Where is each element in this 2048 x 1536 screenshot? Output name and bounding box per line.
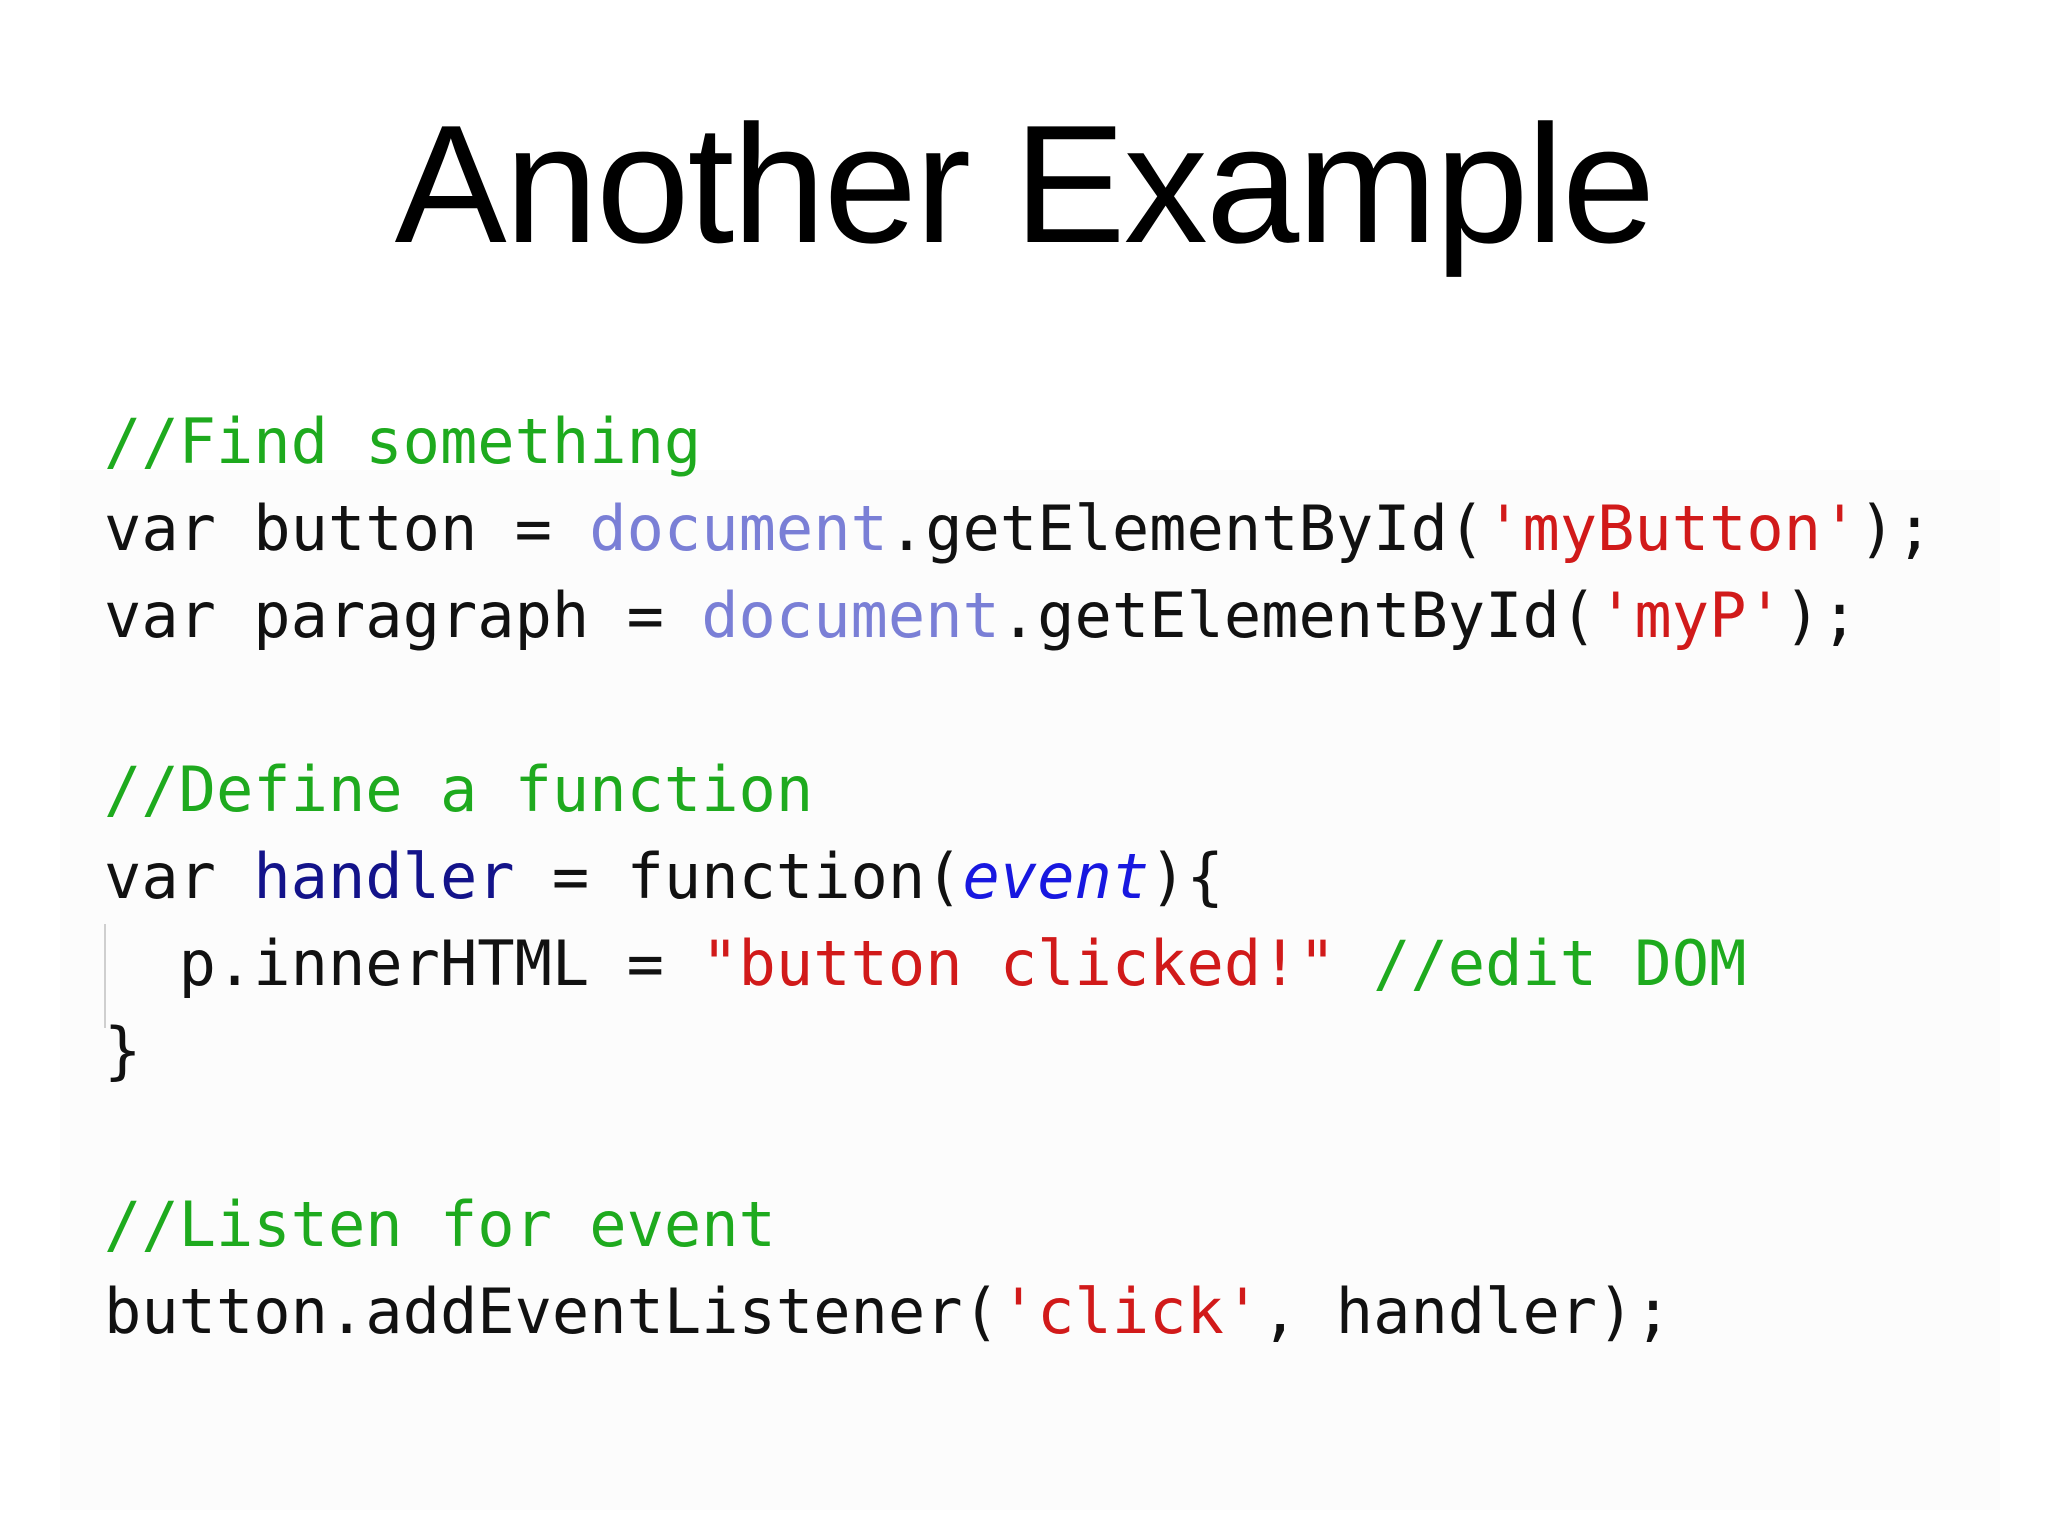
code-line-add-listener: button.addEventListener('click', handler… (104, 1268, 1933, 1355)
code-line-inner-html: p.innerHTML = "button clicked!" //edit D… (104, 920, 1933, 1028)
code-line-comment-find: //Find something (104, 398, 1933, 485)
code-plain: ); (1858, 492, 1934, 565)
code-comment: //Find something (104, 405, 702, 478)
code-blank-line (104, 659, 1933, 746)
code-plain: , handler); (1261, 1275, 1672, 1348)
code-string: 'myP' (1597, 579, 1784, 652)
slide-title: Another Example (394, 90, 1656, 278)
code-string: "button clicked!" (701, 927, 1336, 1000)
code-plain: .getElementById( (999, 579, 1598, 652)
code-plain: = function( (514, 840, 963, 913)
code-comment: //Listen for event (104, 1188, 776, 1261)
code-plain: button.addEventListener( (104, 1275, 1000, 1348)
code-object: document (701, 579, 1000, 652)
code-string: 'myButton' (1485, 492, 1859, 565)
code-line-button-var: var button = document.getElementById('my… (104, 485, 1933, 572)
code-plain: var paragraph = (104, 579, 702, 652)
code-string: 'click' (999, 1275, 1262, 1348)
code-line-comment-listen: //Listen for event (104, 1181, 1933, 1268)
code-comment: //Define a function (104, 753, 814, 826)
code-blank-line (104, 1094, 1933, 1181)
indent-guide (104, 924, 106, 1028)
code-line-comment-define: //Define a function (104, 746, 1933, 833)
code-panel-background (60, 470, 2000, 1510)
code-identifier: handler (253, 840, 515, 913)
code-plain: .getElementById( (887, 492, 1486, 565)
code-plain: var button = (104, 492, 590, 565)
code-plain: ); (1783, 579, 1859, 652)
code-plain: } (104, 1014, 142, 1087)
code-comment: //edit DOM (1373, 927, 1747, 1000)
code-object: document (589, 492, 888, 565)
code-plain: ){ (1149, 840, 1224, 913)
code-plain: p.innerHTML = (104, 927, 702, 1000)
code-line-handler: var handler = function(event){ (104, 833, 1933, 920)
code-block: //Find something var button = document.g… (104, 398, 1933, 1355)
code-line-close-brace: } (104, 1007, 1933, 1094)
code-line-paragraph-var: var paragraph = document.getElementById(… (104, 572, 1933, 659)
code-parameter: event (962, 840, 1150, 913)
code-keyword: var (104, 840, 254, 913)
code-plain (1336, 927, 1373, 1000)
